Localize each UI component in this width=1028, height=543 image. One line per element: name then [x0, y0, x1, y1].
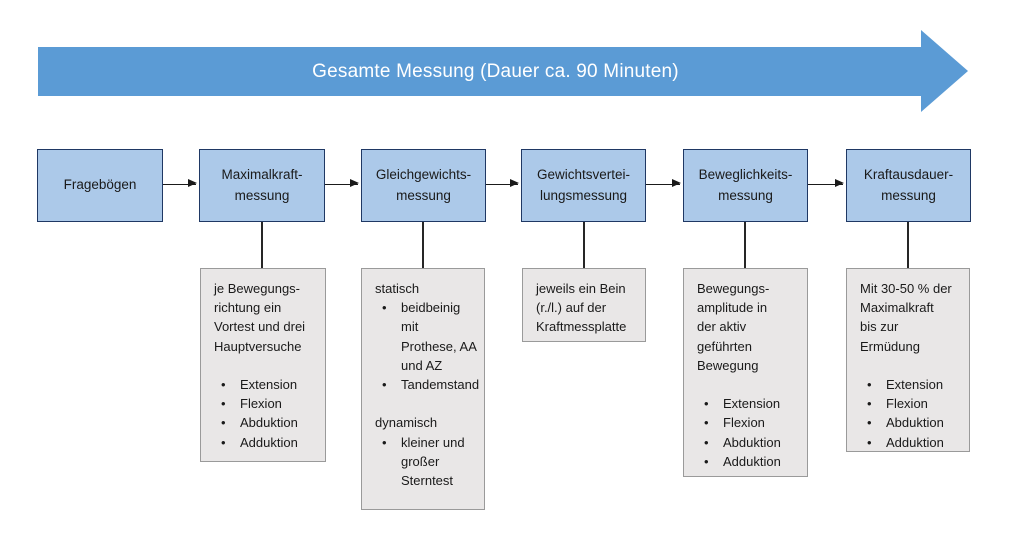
- banner-arrow-head-icon: [921, 30, 968, 112]
- detail-bullet: Adduktion: [214, 433, 319, 452]
- step-box-beweglichkeitsmessung: Beweglichkeits- messung: [683, 149, 808, 222]
- detail-bullet-list: Extension Flexion Abduktion Adduktion: [214, 375, 319, 452]
- step-label: Kraftausdauer- messung: [863, 167, 954, 203]
- detail-box-beweglichkeit: Bewegungs- amplitude in der aktiv geführ…: [683, 268, 808, 477]
- step-label: Maximalkraft- messung: [221, 167, 303, 203]
- connector-line: [261, 222, 263, 268]
- detail-bullet-list: Extension Flexion Abduktion Adduktion: [697, 394, 801, 471]
- step-label: Gewichtsvertei- lungsmessung: [536, 167, 631, 203]
- detail-bullet: Abduktion: [860, 413, 963, 432]
- detail-intro: Bewegungs- amplitude in der aktiv geführ…: [697, 281, 770, 373]
- detail-bullet-list: Extension Flexion Abduktion Adduktion: [860, 375, 963, 452]
- banner-arrow-body: [38, 47, 922, 96]
- step-label: Beweglichkeits- messung: [698, 167, 793, 203]
- connector-arrow-icon: [325, 179, 359, 188]
- step-box-gewichtsverteilungsmessung: Gewichtsvertei- lungsmessung: [521, 149, 646, 222]
- step-label: Fragebögen: [63, 177, 137, 193]
- detail-section-title: dynamisch: [375, 415, 438, 431]
- connector-arrow-icon: [808, 179, 844, 188]
- connector-arrow-icon: [163, 179, 197, 188]
- step-box-gleichgewichtsmessung: Gleichgewichts- messung: [361, 149, 486, 222]
- detail-bullet: Abduktion: [697, 433, 801, 452]
- detail-intro: jeweils ein Bein (r./l.) auf der Kraftme…: [536, 281, 627, 335]
- step-label: Gleichgewichts- messung: [375, 167, 472, 203]
- detail-intro: je Bewegungs- richtung ein Vortest und d…: [214, 281, 306, 354]
- detail-bullet: beidbeinig mit Prothese, AA und AZ: [375, 298, 478, 375]
- detail-box-gewichtsverteilung: jeweils ein Bein (r./l.) auf der Kraftme…: [522, 268, 646, 342]
- detail-bullet: Flexion: [697, 413, 801, 432]
- step-box-kraftausdauermessung: Kraftausdauer- messung: [846, 149, 971, 222]
- connector-line: [422, 222, 424, 268]
- connector-line: [744, 222, 746, 268]
- detail-bullet: Abduktion: [214, 413, 319, 432]
- connector-line: [907, 222, 909, 268]
- step-box-maximalkraftmessung: Maximalkraft- messung: [199, 149, 325, 222]
- detail-box-gleichgewicht: statisch beidbeinig mit Prothese, AA und…: [361, 268, 485, 510]
- detail-bullet: Flexion: [214, 394, 319, 413]
- connector-arrow-icon: [486, 179, 519, 188]
- detail-bullet: Flexion: [860, 394, 963, 413]
- detail-bullet-list: beidbeinig mit Prothese, AA und AZ Tande…: [375, 298, 479, 394]
- detail-bullet-list: kleiner und großer Sterntest: [375, 433, 478, 491]
- detail-intro: Mit 30-50 % der Maximalkraft bis zur Erm…: [860, 281, 952, 354]
- detail-bullet: Adduktion: [860, 433, 963, 452]
- detail-box-kraftausdauer: Mit 30-50 % der Maximalkraft bis zur Erm…: [846, 268, 970, 452]
- detail-bullet: Extension: [214, 375, 319, 394]
- detail-bullet: Adduktion: [697, 452, 801, 471]
- detail-bullet: Extension: [697, 394, 801, 413]
- detail-bullet: Tandemstand: [375, 375, 479, 394]
- connector-arrow-icon: [646, 179, 681, 188]
- detail-bullet: kleiner und großer Sterntest: [375, 433, 478, 491]
- detail-bullet: Extension: [860, 375, 963, 394]
- step-box-fragebogen: Fragebögen: [37, 149, 163, 222]
- detail-section-title: statisch: [375, 281, 420, 296]
- connector-line: [583, 222, 585, 268]
- banner-title: Gesamte Messung (Dauer ca. 90 Minuten): [312, 60, 679, 82]
- detail-box-maximalkraft: je Bewegungs- richtung ein Vortest und d…: [200, 268, 326, 462]
